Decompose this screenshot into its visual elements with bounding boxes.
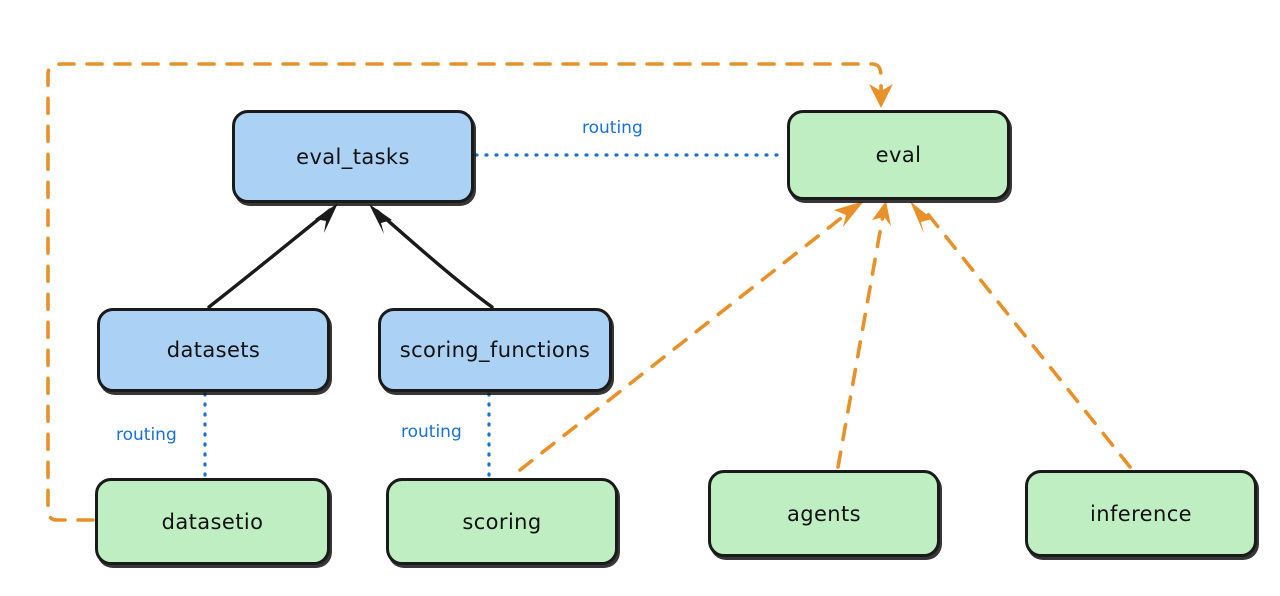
node-agents[interactable]: agents bbox=[708, 470, 940, 557]
node-label-inference: inference bbox=[1090, 501, 1192, 526]
node-label-eval-tasks: eval_tasks bbox=[296, 144, 410, 169]
node-datasets[interactable]: datasets bbox=[97, 308, 330, 392]
node-label-datasetio: datasetio bbox=[161, 509, 264, 534]
edge-scoring_functions-eval_tasks bbox=[369, 204, 494, 309]
node-scoring-functions[interactable]: scoring_functions bbox=[378, 308, 612, 392]
node-eval-tasks[interactable]: eval_tasks bbox=[232, 110, 474, 203]
edge-inference-eval bbox=[910, 201, 1132, 469]
edge-datasetio-eval bbox=[46, 62, 893, 522]
node-label-scoring-functions: scoring_functions bbox=[399, 338, 591, 362]
edge-scoring-eval bbox=[518, 201, 864, 472]
node-label-datasets: datasets bbox=[166, 338, 261, 362]
edge-label-routing-eval-tasks-eval: routing bbox=[578, 118, 647, 138]
node-label-agents: agents bbox=[786, 501, 861, 526]
node-datasetio[interactable]: datasetio bbox=[95, 478, 330, 565]
node-label-scoring: scoring bbox=[462, 509, 542, 534]
edge-agents-eval bbox=[836, 201, 891, 469]
node-label-eval: eval bbox=[875, 143, 922, 167]
edge-label-routing-datasets-datasetio: routing bbox=[112, 425, 181, 445]
edge-datasets-eval_tasks bbox=[207, 203, 338, 309]
node-scoring[interactable]: scoring bbox=[386, 478, 618, 565]
edge-label-routing-scoring-functions-scoring: routing bbox=[397, 422, 466, 442]
node-eval[interactable]: eval bbox=[787, 110, 1010, 200]
node-inference[interactable]: inference bbox=[1025, 470, 1257, 557]
